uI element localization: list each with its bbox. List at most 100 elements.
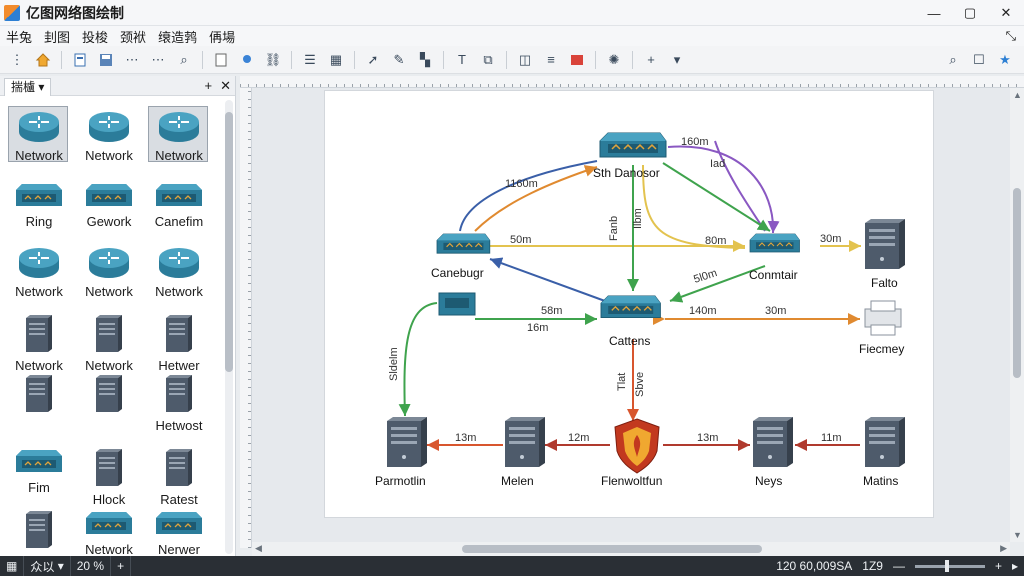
layout-icon[interactable]: ▦ (329, 51, 343, 67)
panel-scroll-thumb[interactable] (225, 112, 233, 372)
shape-item[interactable]: Network (74, 308, 144, 373)
dots-icon[interactable]: ⋯ (125, 51, 139, 67)
menu-item-5[interactable]: 缞造鹁 (158, 29, 198, 45)
scroll-down-icon[interactable]: ▼ (1013, 530, 1022, 540)
menu-item-1[interactable]: 半兔 (6, 29, 33, 45)
fit-page-icon[interactable]: ▸ (1011, 559, 1018, 573)
zoom-out-icon[interactable]: — (892, 559, 905, 573)
more-icon[interactable]: ▾ (673, 51, 681, 67)
link-core-right-purple[interactable] (667, 145, 780, 234)
canvas-workspace[interactable]: 1160m 160m Iad 50m 30m Fanb Ilbm 80m 5l0… (252, 88, 1010, 542)
server-top-right-node[interactable] (865, 219, 905, 269)
network-diagram[interactable]: 1160m 160m Iad 50m 30m Fanb Ilbm 80m 5l0… (325, 91, 935, 519)
link-core-left[interactable] (459, 160, 598, 232)
menu-item-6[interactable]: 侢場 (209, 29, 236, 45)
grid-icon[interactable]: ▚ (420, 51, 430, 67)
shape-item[interactable]: Hetwer (144, 308, 214, 373)
maximize-button[interactable]: ▢ (963, 5, 977, 20)
zoom-percentage[interactable]: 20 % (71, 556, 112, 576)
patch-panel-node[interactable] (438, 292, 476, 316)
gear-icon[interactable]: ✺ (608, 51, 620, 67)
link-core-right-green[interactable] (662, 162, 771, 232)
menu-item-2[interactable]: 刲图 (44, 29, 71, 45)
add-page-button[interactable]: + (111, 556, 132, 576)
shape-item[interactable]: Network (4, 240, 74, 300)
diagram-page[interactable]: 1160m 160m Iad 50m 30m Fanb Ilbm 80m 5l0… (324, 90, 934, 518)
close-panel-button[interactable]: ✕ (220, 78, 231, 93)
shape-item[interactable]: Fim (4, 442, 74, 502)
printer-node[interactable] (864, 300, 902, 336)
vertical-scrollbar[interactable]: ▲ ▼ (1010, 88, 1024, 542)
home-icon[interactable] (32, 49, 54, 71)
bottom-server-1-node[interactable] (387, 417, 427, 467)
shape-item[interactable]: Network (74, 504, 144, 564)
arrow-icon[interactable]: ➚ (367, 51, 379, 67)
shape-item[interactable]: Network (74, 104, 144, 164)
shape-item[interactable]: Network (4, 308, 74, 373)
layer-icon[interactable]: ◫ (518, 51, 532, 67)
bottom-server-2-node[interactable] (505, 417, 545, 467)
close-button[interactable]: ✕ (1000, 5, 1012, 20)
search-icon[interactable]: ⌕ (180, 51, 188, 67)
collapse-ribbon-icon[interactable]: ⤡ (1005, 28, 1016, 43)
vertical-scroll-thumb[interactable] (1013, 188, 1021, 378)
scroll-up-icon[interactable]: ▲ (1013, 90, 1022, 100)
link-right-center[interactable] (669, 265, 766, 303)
page-selector[interactable]: 众以 ▾ (24, 556, 71, 576)
core-switch-node[interactable] (599, 132, 667, 158)
shape-item[interactable]: Gework (74, 176, 144, 236)
shape-item[interactable]: Hlock (74, 442, 144, 507)
shape-item[interactable]: Ratest (144, 442, 214, 507)
shape-item[interactable]: Hetwost (144, 368, 214, 433)
shape-item[interactable]: Network (144, 240, 214, 300)
save-icon[interactable] (95, 49, 117, 71)
link-core-left-2[interactable] (474, 165, 598, 232)
add-panel-button[interactable]: + (204, 78, 213, 93)
bottom-server-5-node[interactable] (865, 417, 905, 467)
link-patch-bottom[interactable] (398, 302, 438, 417)
square-icon[interactable]: ☐ (973, 52, 985, 67)
shape-item[interactable]: Farmoria Logs (4, 504, 74, 576)
search-icon[interactable]: ⌕ (949, 52, 957, 67)
horizontal-scroll-thumb[interactable] (462, 545, 762, 553)
link-center-left[interactable] (489, 257, 606, 302)
layout-toggle-icon[interactable]: ▦ (0, 556, 25, 576)
panel-scrollbar[interactable] (225, 100, 233, 554)
left-switch-node[interactable] (436, 233, 491, 254)
color-icon[interactable] (566, 49, 588, 71)
bottom-server-4-node[interactable] (753, 417, 793, 467)
text-icon[interactable]: T (458, 52, 466, 67)
brush-icon[interactable]: ✎ (393, 51, 405, 67)
scroll-right-icon[interactable]: ▶ (1000, 543, 1007, 553)
zoom-slider-knob[interactable] (944, 559, 949, 572)
right-switch-node[interactable] (749, 233, 801, 253)
new-icon[interactable] (69, 49, 91, 71)
shape-item[interactable]: Ring (4, 176, 74, 236)
pin-icon[interactable] (236, 49, 258, 71)
page-icon[interactable] (210, 49, 232, 71)
shape-item[interactable]: Network (144, 104, 214, 164)
link-core-center-2[interactable] (642, 164, 746, 249)
shape-item[interactable]: Canefim (144, 176, 214, 236)
shape-item[interactable]: Network (74, 240, 144, 300)
horizontal-scrollbar[interactable]: ◀ ▶ (252, 542, 1010, 556)
menu-item-4[interactable]: 颈袱 (120, 29, 147, 45)
zoom-slider[interactable] (914, 559, 985, 572)
copy-icon[interactable]: ⧉ (483, 51, 493, 67)
panel-tab[interactable]: 揣櫨 ▾ (4, 77, 52, 96)
link-icon[interactable]: ⛓ (264, 51, 282, 67)
star-icon[interactable]: ★ (999, 52, 1011, 67)
minimize-button[interactable]: — (927, 5, 941, 21)
scroll-left-icon[interactable]: ◀ (255, 543, 262, 553)
align-icon[interactable]: ☰ (304, 51, 316, 67)
shape-item[interactable]: Nerwer (144, 504, 214, 564)
shape-item[interactable] (4, 368, 74, 428)
shape-item[interactable]: Network (4, 104, 74, 164)
dots-icon[interactable]: ⋯ (151, 51, 165, 67)
list-icon[interactable]: ≡ (547, 52, 555, 67)
shape-item[interactable] (74, 368, 144, 428)
center-switch-node[interactable] (600, 295, 662, 319)
plus-icon[interactable]: + (647, 52, 655, 67)
menu-item-3[interactable]: 投梭 (82, 29, 109, 45)
zoom-in-icon[interactable]: + (994, 559, 1002, 573)
